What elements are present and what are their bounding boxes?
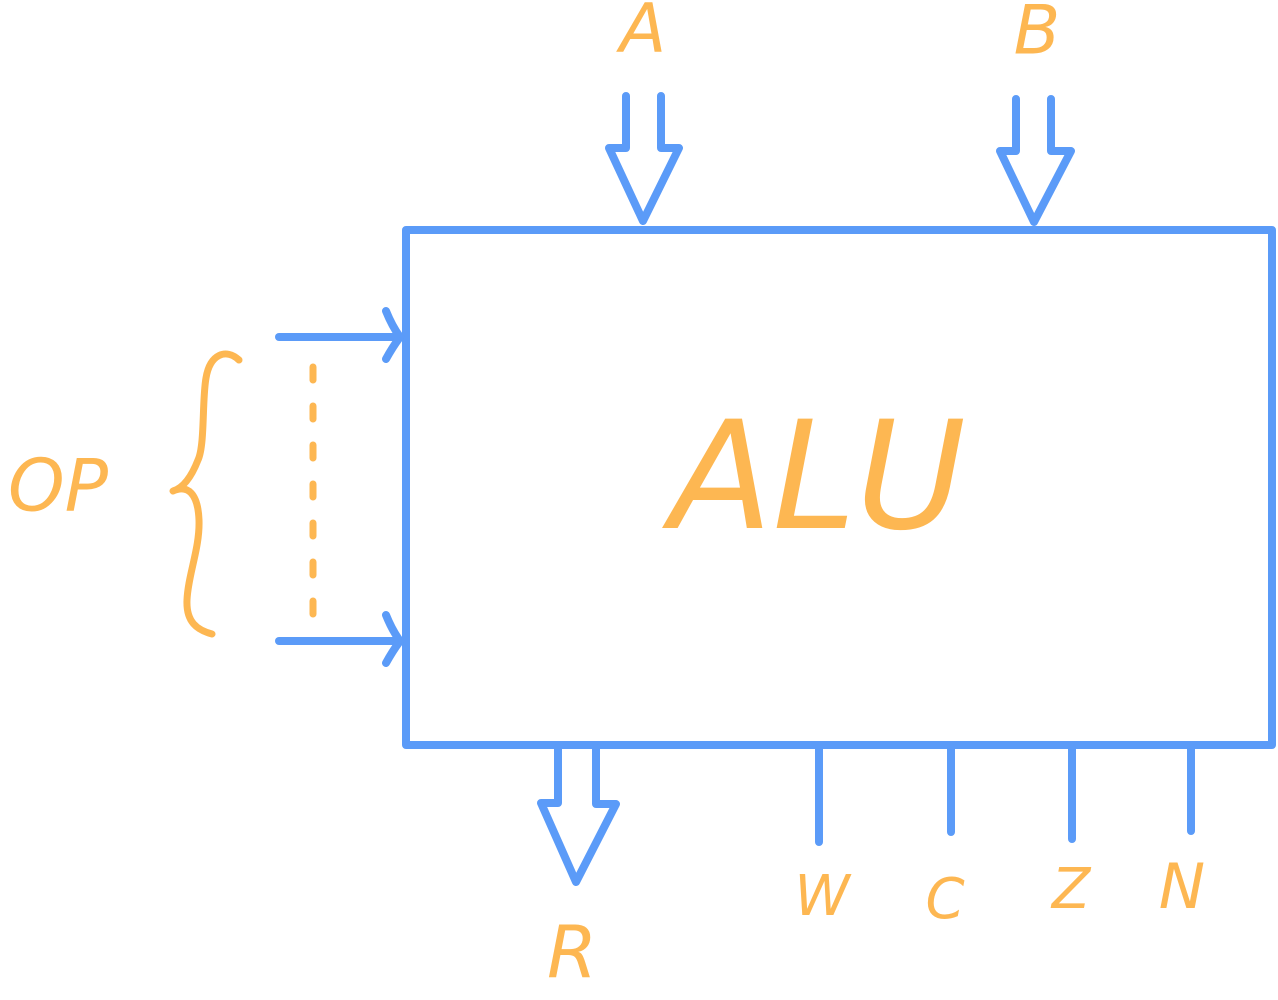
op-arrow-bottom <box>275 611 404 667</box>
input-label-a: A <box>616 0 667 69</box>
op-curly-brace <box>169 350 243 638</box>
op-arrow-top <box>275 307 404 363</box>
bus-arrow-b <box>996 95 1075 226</box>
alu-title: ALU <box>662 390 966 564</box>
output-label-r: R <box>547 911 597 995</box>
bus-arrow-a <box>605 92 683 225</box>
flag-label-w: W <box>794 864 852 929</box>
flag-label-n: N <box>1159 850 1205 923</box>
alu-box <box>402 226 1276 749</box>
flag-label-c: C <box>925 867 964 932</box>
flag-label-z: Z <box>1050 857 1092 922</box>
input-label-b: B <box>1014 0 1061 71</box>
op-label: OP <box>8 444 109 528</box>
bus-arrow-r <box>537 744 620 886</box>
